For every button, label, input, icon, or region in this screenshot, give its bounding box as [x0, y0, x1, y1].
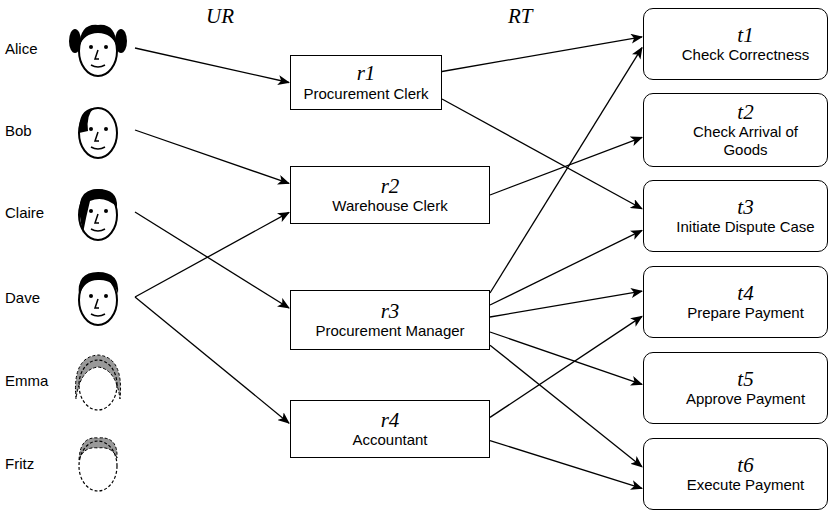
user-node: Claire — [5, 179, 135, 245]
person-face — [79, 189, 117, 240]
assignment-arrow — [135, 212, 289, 297]
task-box: t1Check Correctness — [643, 8, 828, 80]
identifier: r4 — [381, 409, 400, 431]
assignment-arrow — [442, 37, 642, 72]
role-box: r3Procurement Manager — [290, 290, 490, 350]
identifier: r1 — [357, 62, 376, 84]
user-node: Emma — [5, 347, 135, 413]
task-box: t4Prepare Payment — [643, 266, 828, 338]
user-name: Bob — [5, 122, 65, 139]
assignment-arrow — [490, 441, 642, 489]
node-title: Prepare Payment — [687, 304, 804, 322]
assignment-arrow — [490, 137, 642, 195]
identifier: r2 — [381, 175, 400, 197]
node-title: Check Arrival of Goods — [686, 123, 806, 159]
assignment-arrow — [490, 291, 642, 317]
assignment-arrow — [490, 48, 642, 293]
section-label: RT — [508, 4, 533, 29]
node-title: Procurement Clerk — [303, 85, 428, 103]
person-face — [79, 272, 119, 325]
node-title: Execute Payment — [687, 476, 805, 494]
identifier: t1 — [737, 24, 753, 46]
task-box: t6Execute Payment — [643, 438, 828, 510]
identifier: t2 — [737, 101, 753, 123]
person-face-absent — [75, 355, 120, 410]
node-title: Check Correctness — [682, 46, 810, 64]
assignment-arrow — [135, 212, 289, 308]
assignment-arrow — [490, 332, 642, 384]
user-name: Dave — [5, 289, 65, 306]
node-title: Approve Payment — [686, 390, 805, 408]
assignment-arrow — [135, 297, 289, 423]
assignment-arrow — [490, 316, 642, 417]
person-face — [79, 108, 117, 158]
task-box: t2Check Arrival of Goods — [643, 93, 828, 167]
user-node: Alice — [5, 15, 135, 81]
section-label: UR — [206, 4, 234, 29]
user-name: Emma — [5, 372, 65, 389]
node-title: Warehouse Clerk — [332, 197, 447, 215]
node-title: Accountant — [352, 431, 427, 449]
assignment-arrow — [490, 230, 642, 305]
identifier: t3 — [737, 196, 753, 218]
role-box: r2Warehouse Clerk — [290, 166, 490, 224]
role-box: r4Accountant — [290, 400, 490, 458]
node-title: Initiate Dispute Case — [676, 218, 814, 236]
assignment-arrow — [490, 345, 642, 467]
user-node: Dave — [5, 264, 135, 330]
node-title: Procurement Manager — [315, 322, 464, 340]
role-box: r1Procurement Clerk — [290, 55, 442, 110]
person-face — [69, 25, 127, 76]
user-node: Fritz — [5, 430, 135, 496]
identifier: r3 — [381, 300, 400, 322]
user-name: Fritz — [5, 455, 65, 472]
identifier: t4 — [737, 282, 753, 304]
identifier: t5 — [737, 368, 753, 390]
user-name: Alice — [5, 40, 65, 57]
task-box: t5Approve Payment — [643, 352, 828, 424]
user-node: Bob — [5, 97, 135, 163]
task-box: t3Initiate Dispute Case — [643, 180, 828, 252]
person-face-absent — [79, 438, 117, 491]
assignment-arrow — [135, 48, 289, 83]
assignment-arrow — [135, 130, 289, 183]
identifier: t6 — [737, 454, 753, 476]
user-name: Claire — [5, 204, 65, 221]
